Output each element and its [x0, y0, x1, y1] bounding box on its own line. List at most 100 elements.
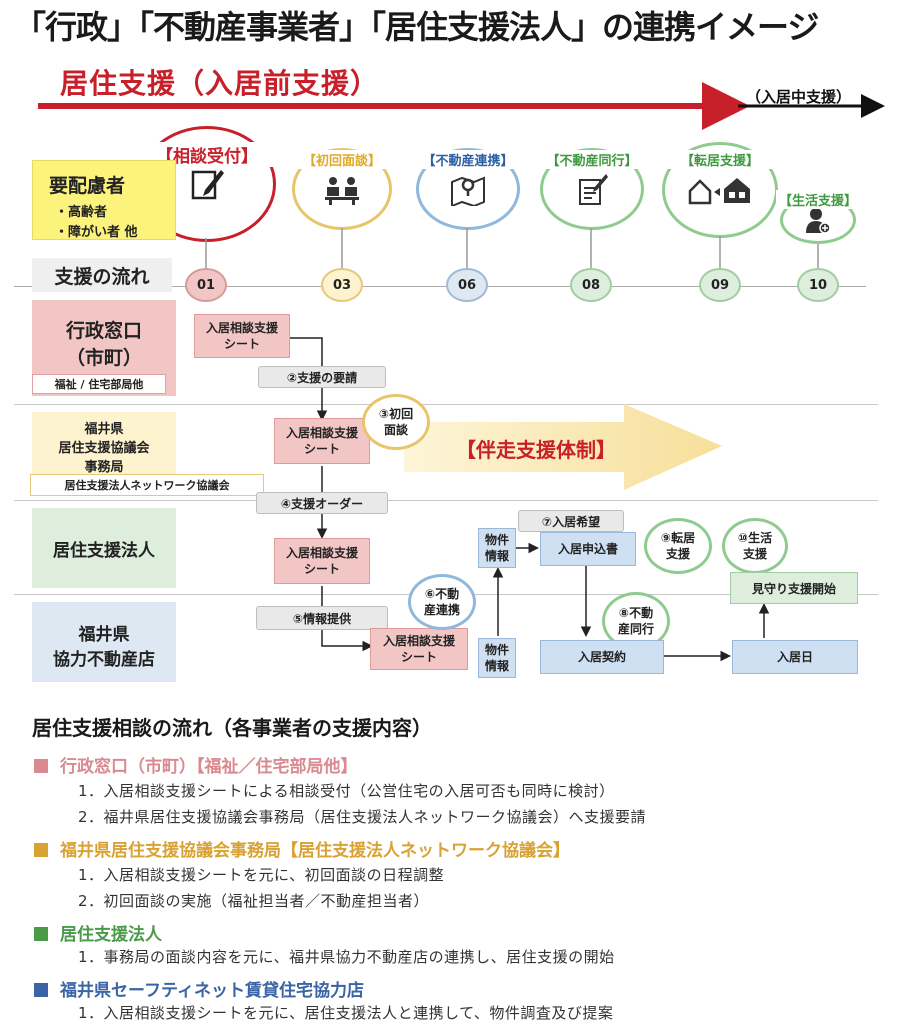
property-info-box-hojin: 物件 情報 — [478, 528, 516, 568]
step6-line-1: ⑥不動 — [424, 587, 460, 601]
step3-line-2: 面談 — [383, 423, 408, 437]
companion-support-arrow — [404, 404, 722, 490]
row-gyosei-sub: 福祉 / 住宅部局他 — [32, 374, 166, 394]
row-gyosei-title-1: 行政窓口 — [65, 320, 142, 342]
row-separator — [14, 500, 878, 501]
step-realestate-link: ⑥不動 産連携 — [408, 574, 476, 630]
stage-label-move-support: 【転居支援】 — [662, 150, 778, 169]
sheet-line-1: 入居相談支援 — [382, 634, 455, 648]
companion-support-label: 【伴走支援体制】 — [456, 438, 616, 462]
bukken-line-1: 物件 — [484, 533, 509, 547]
group-item: 1．入居相談支援シートを元に、居住支援法人と連携して、物件調査及び提案 — [78, 1004, 614, 1022]
step3-line-1: ③初回 — [378, 407, 414, 421]
sheet-box-kyogikai: 入居相談支援 シート — [274, 418, 370, 464]
sheet-box-hojin: 入居相談支援 シート — [274, 538, 370, 584]
flow-baseline — [14, 286, 866, 287]
square-bullet-icon — [34, 759, 48, 773]
group-name: 居住支援法人 — [60, 925, 162, 945]
step10-line-1: ⑩生活 — [737, 531, 773, 545]
target-line-2: ・障がい者 他 — [55, 225, 138, 240]
step-info-provide: ⑤情報提供 — [256, 606, 388, 630]
stage-number-10: 10 — [797, 268, 839, 302]
row-fudosan-title-2: 協力不動産店 — [53, 650, 155, 670]
map-pin-icon — [451, 176, 485, 206]
sheet-line-2: シート — [303, 442, 340, 456]
stage-label-realestate-accompany: 【不動産同行】 — [540, 150, 644, 169]
step8-line-2: 産同行 — [617, 622, 654, 636]
step8-line-1: ⑧不動 — [618, 606, 654, 620]
group-kyogikai-heading: 福井県居住支援協議会事務局【居住支援法人ネットワーク協議会】 — [34, 836, 570, 861]
page-title: 「行政」「不動産事業者」「居住支援法人」の連携イメージ — [14, 8, 819, 46]
group-item: 1．事務局の面談内容を元に、福井県協力不動産店の連携し、居住支援の開始 — [78, 948, 615, 966]
group-gyosei-heading: 行政窓口（市町）【福祉／住宅部局他】 — [34, 752, 358, 777]
stage-number-01: 01 — [185, 268, 227, 302]
sheet-line-1: 入居相談支援 — [285, 426, 358, 440]
bukken-line-2: 情報 — [484, 549, 509, 563]
stage-label-life-support: 【生活支援】 — [776, 190, 860, 209]
meeting-icon — [325, 177, 359, 205]
flow-label: 支援の流れ — [32, 258, 172, 292]
row-kyogikai-title-3: 事務局 — [84, 460, 124, 475]
step-support-order: ④支援オーダー — [256, 492, 388, 514]
stage-number-06: 06 — [446, 268, 488, 302]
row-label-hojin: 居住支援法人 — [32, 508, 176, 588]
in-residence-support-label: （入居中支援） — [746, 88, 852, 106]
row-gyosei-title-2: （市町） — [65, 347, 142, 369]
group-item: 2．福井県居住支援協議会事務局（居住支援法人ネットワーク協議会）へ支援要請 — [78, 808, 647, 826]
stage-number-08: 08 — [570, 268, 612, 302]
step-life-support: ⑩生活 支援 — [722, 518, 788, 574]
house-move-icon — [688, 178, 750, 205]
step-first-interview: ③初回 面談 — [362, 394, 430, 450]
square-bullet-icon — [34, 983, 48, 997]
step9-line-2: 支援 — [665, 547, 690, 561]
row-label-fudosan: 福井県 協力不動産店 — [32, 602, 176, 682]
row-fudosan-title-1: 福井県 — [78, 625, 130, 645]
move-in-day-box: 入居日 — [732, 640, 858, 674]
watch-support-start-box: 見守り支援開始 — [730, 572, 858, 604]
group-item: 1．入居相談支援シートを元に、初回面談の日程調整 — [78, 866, 445, 884]
sheet-line-1: 入居相談支援 — [205, 321, 278, 335]
stage-connectors — [205, 228, 819, 270]
group-item: 1．入居相談支援シートによる相談受付（公営住宅の入居可否も同時に検討） — [78, 782, 615, 800]
sheet-line-2: シート — [303, 562, 340, 576]
sheet-line-1: 入居相談支援 — [285, 546, 358, 560]
group-fudosan-heading: 福井県セーフティネット賃貸住宅協力店 — [34, 976, 364, 1001]
person-support-icon — [806, 208, 831, 234]
step-support-request: ②支援の要請 — [258, 366, 386, 388]
group-item: 2．初回面談の実施（福祉担当者／不動産担当者） — [78, 892, 430, 910]
step-move-support: ⑨転居 支援 — [644, 518, 712, 574]
sheet-box-fudosan: 入居相談支援 シート — [370, 628, 468, 670]
target-line-1: ・高齢者 — [55, 205, 108, 220]
timeline-arrows — [38, 82, 885, 130]
square-bullet-icon — [34, 843, 48, 857]
square-bullet-icon — [34, 927, 48, 941]
step-move-in-wish: ⑦入居希望 — [518, 510, 624, 532]
target-box: 要配慮者 ・高齢者 ・障がい者 他 — [32, 160, 176, 240]
sheet-line-2: シート — [223, 337, 260, 351]
group-name: 行政窓口（市町）【福祉／住宅部局他】 — [60, 757, 358, 777]
group-name: 福井県セーフティネット賃貸住宅協力店 — [60, 981, 364, 1001]
pen-paper-icon — [191, 170, 224, 200]
section-title: 居住支援相談の流れ（各事業者の支援内容） — [32, 716, 432, 740]
bukken-line-1: 物件 — [484, 643, 509, 657]
contract-box: 入居契約 — [540, 640, 664, 674]
group-hojin-heading: 居住支援法人 — [34, 920, 162, 945]
target-title: 要配慮者 — [49, 175, 126, 197]
row-kyogikai-title-2: 居住支援協議会 — [58, 441, 150, 456]
document-sign-icon — [579, 174, 608, 205]
sheet-line-2: シート — [400, 650, 437, 664]
stage-number-09: 09 — [699, 268, 741, 302]
row-separator — [14, 404, 878, 405]
stage-label-first-interview: 【初回面談】 — [292, 150, 392, 169]
step10-line-2: 支援 — [742, 547, 767, 561]
step9-line-1: ⑨転居 — [660, 531, 696, 545]
stage-label-realestate-link: 【不動産連携】 — [416, 150, 520, 169]
row-kyogikai-title-1: 福井県 — [84, 422, 124, 437]
property-info-box-fudosan: 物件 情報 — [478, 638, 516, 678]
bukken-line-2: 情報 — [484, 659, 509, 673]
step6-line-2: 産連携 — [423, 603, 460, 617]
application-box: 入居申込書 — [540, 532, 636, 566]
pre-move-support-label: 居住支援（入居前支援） — [60, 67, 380, 100]
stage-number-03: 03 — [321, 268, 363, 302]
row-kyogikai-sub: 居住支援法人ネットワーク協議会 — [30, 474, 264, 496]
